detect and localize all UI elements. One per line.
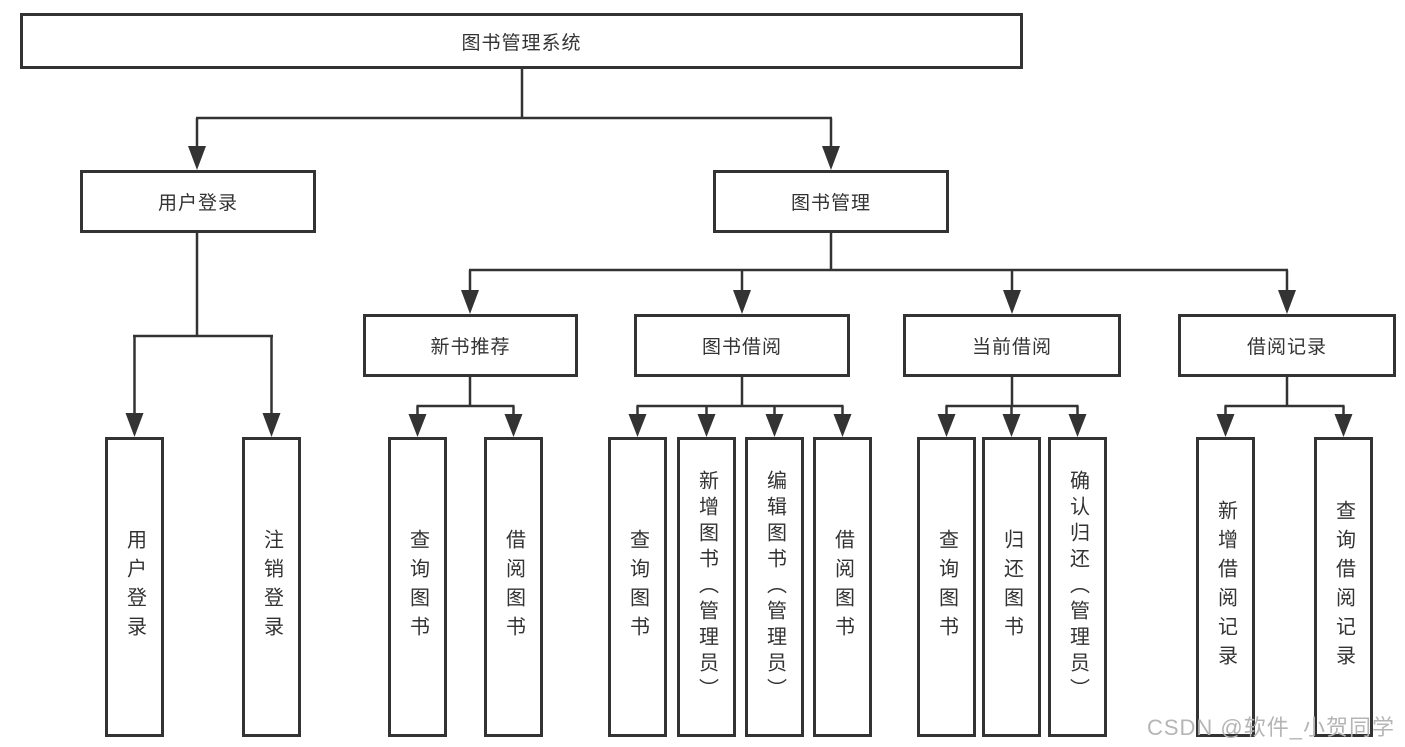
node-current-borrow: 当前借阅 — [903, 314, 1121, 377]
leaf-record-query: 查询借阅记录 — [1314, 437, 1373, 737]
connector-bookmgmt-to-level3 — [461, 233, 1296, 314]
node-book-borrow: 图书借阅 — [634, 314, 850, 377]
node-book-mgmt: 图书管理 — [713, 170, 949, 233]
node-borrow-record: 借阅记录 — [1178, 314, 1396, 377]
leaf-borrow-add: 新增图书（管理员） — [677, 437, 736, 737]
leaf-logout: 注销登录 — [242, 437, 301, 737]
leaf-newbook-borrow: 借阅图书 — [484, 437, 543, 737]
connector-newbook-to-leaves — [408, 377, 523, 437]
leaf-user-login: 用户登录 — [105, 437, 164, 737]
connector-borrowrecord-to-leaves — [1216, 377, 1353, 437]
connector-bookborrow-to-leaves — [628, 377, 852, 437]
leaf-newbook-query: 查询图书 — [388, 437, 447, 737]
watermark-text: CSDN @软件_小贺同学 — [1146, 715, 1395, 740]
leaf-record-add: 新增借阅记录 — [1196, 437, 1255, 737]
leaf-current-query: 查询图书 — [917, 437, 976, 737]
leaf-borrow-query: 查询图书 — [608, 437, 667, 737]
connector-userlogin-to-leaves — [125, 233, 281, 437]
node-root: 图书管理系统 — [20, 13, 1023, 69]
leaf-borrow-borrow: 借阅图书 — [813, 437, 872, 737]
leaf-current-return: 归还图书 — [982, 437, 1041, 737]
connector-root-to-level2 — [188, 67, 840, 170]
connector-currentborrow-to-leaves — [937, 377, 1087, 437]
leaf-borrow-edit: 编辑图书（管理员） — [745, 437, 804, 737]
leaf-current-confirm: 确认归还（管理员） — [1048, 437, 1107, 737]
node-new-book: 新书推荐 — [363, 314, 578, 377]
node-user-login: 用户登录 — [80, 170, 316, 233]
